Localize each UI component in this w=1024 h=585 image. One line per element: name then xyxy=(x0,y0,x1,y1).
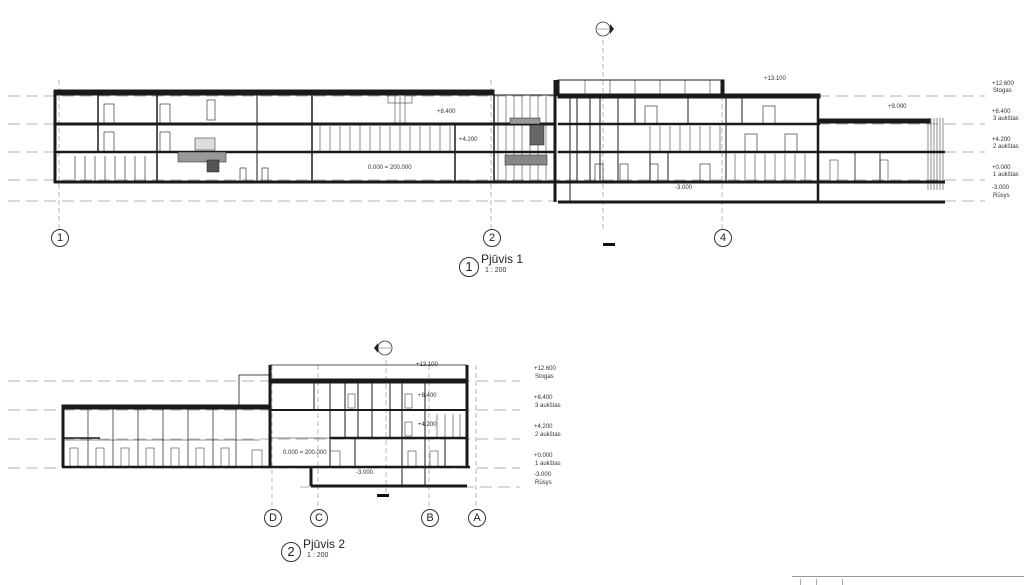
svg-text:+12.600: +12.600 xyxy=(992,81,1015,87)
svg-text:3 aukštas: 3 aukštas xyxy=(535,403,561,409)
svg-text:+13.100: +13.100 xyxy=(416,362,439,368)
section1-elevation-tags: +13.100 +9.000 +8.400 +4.200 0.000 = 200… xyxy=(368,76,907,191)
svg-text:+4.200: +4.200 xyxy=(459,137,478,143)
section1-view-marker[interactable] xyxy=(595,21,614,37)
section2-view-marker[interactable] xyxy=(374,340,393,356)
svg-text:-3.000: -3.000 xyxy=(992,185,1010,191)
svg-text:2 aukštas: 2 aukštas xyxy=(535,432,561,438)
svg-text:+4.200: +4.200 xyxy=(418,422,437,428)
svg-text:+8.400: +8.400 xyxy=(418,393,437,399)
grid-bubble-B: B xyxy=(421,509,439,527)
section1-level-lines xyxy=(8,95,985,202)
grid-bubble-2: 2 xyxy=(483,229,501,247)
svg-text:+8.400: +8.400 xyxy=(534,395,553,401)
svg-text:Rūsys: Rūsys xyxy=(993,193,1010,199)
svg-text:+0.000: +0.000 xyxy=(534,453,553,459)
svg-text:+8.400: +8.400 xyxy=(437,109,456,115)
grid-bubble-A: A xyxy=(468,509,486,527)
grid-bubble-C: C xyxy=(310,509,328,527)
section2-level-lines xyxy=(8,380,520,488)
svg-text:2 aukštas: 2 aukštas xyxy=(993,144,1019,150)
section2-cut-mark xyxy=(377,494,389,497)
section-cut-mark xyxy=(603,243,615,246)
svg-text:+13.100: +13.100 xyxy=(764,76,787,82)
grid-bubble-D: D xyxy=(264,509,282,527)
section2-elevation-tags: +13.100 +8.400 +4.200 0.000 = 200.000 -3… xyxy=(283,362,439,476)
section2-title: Pjūvis 2 xyxy=(303,537,346,551)
section1-level-tags: +12.600 Stogas +8.400 3 aukštas +4.200 2… xyxy=(992,81,1019,199)
svg-text:+12.600: +12.600 xyxy=(534,366,557,372)
section2-building xyxy=(61,364,470,488)
svg-text:+8.400: +8.400 xyxy=(992,109,1011,115)
section1-title: Pjūvis 1 xyxy=(481,252,524,266)
svg-text:+0.000: +0.000 xyxy=(992,165,1011,171)
svg-text:0.000 = 200.000: 0.000 = 200.000 xyxy=(368,165,412,171)
grid-bubble-4: 4 xyxy=(714,229,732,247)
svg-text:1 aukštas: 1 aukštas xyxy=(993,172,1019,178)
svg-text:-3.000: -3.000 xyxy=(675,185,693,191)
section2-level-tags: +12.600 Stogas +8.400 3 aukštas +4.200 2… xyxy=(534,366,561,486)
svg-text:1 aukštas: 1 aukštas xyxy=(535,461,561,467)
grid-bubble-1: 1 xyxy=(51,229,69,247)
svg-text:Rūsys: Rūsys xyxy=(535,480,552,486)
section1-building xyxy=(53,79,945,204)
svg-text:-3.000: -3.000 xyxy=(356,470,374,476)
svg-text:3 aukštas: 3 aukštas xyxy=(993,116,1019,122)
svg-text:+4.200: +4.200 xyxy=(992,137,1011,143)
section1-scale: 1 : 200 xyxy=(485,267,507,274)
svg-text:Stogas: Stogas xyxy=(535,374,554,380)
section1-grid-lines xyxy=(58,40,723,230)
svg-text:0.000 = 200.000: 0.000 = 200.000 xyxy=(283,450,327,456)
svg-text:Stogas: Stogas xyxy=(993,88,1012,94)
section1-number-bubble: 1 xyxy=(459,257,479,277)
svg-text:+4.200: +4.200 xyxy=(534,424,553,430)
svg-text:+9.000: +9.000 xyxy=(888,104,907,110)
section2-scale: 1 : 200 xyxy=(307,552,329,559)
svg-text:-3.000: -3.000 xyxy=(534,472,552,478)
section2-number-bubble: 2 xyxy=(281,542,301,562)
title-block xyxy=(792,576,1024,585)
